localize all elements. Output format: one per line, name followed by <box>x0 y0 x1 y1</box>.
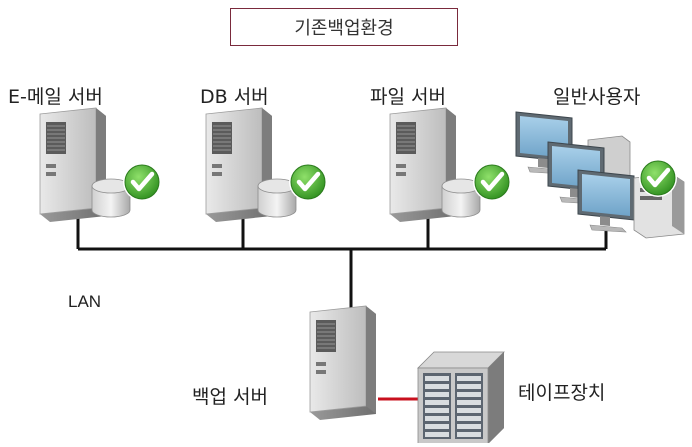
tape-library-icon <box>417 351 505 445</box>
label-backup-server: 백업 서버 <box>192 386 268 408</box>
label-db-server: DB 서버 <box>200 86 269 108</box>
check-icon <box>289 163 327 201</box>
check-icon <box>473 163 511 201</box>
label-email-server: E-메일 서버 <box>8 86 103 108</box>
label-tape-device: 테이프장치 <box>518 382 606 404</box>
label-lan: LAN <box>68 292 102 311</box>
lan-network-lines <box>76 218 608 308</box>
diagram-title: 기존백업환경 <box>230 8 458 46</box>
file-server-node <box>389 107 511 223</box>
general-users-node <box>515 111 685 239</box>
check-icon <box>123 163 161 201</box>
backup-server-node <box>309 305 377 421</box>
label-file-server: 파일 서버 <box>370 86 446 108</box>
db-server-node <box>205 107 327 223</box>
check-icon <box>639 159 677 197</box>
server-icon <box>309 305 377 421</box>
email-server-node <box>39 107 161 223</box>
label-general-users: 일반사용자 <box>553 86 641 108</box>
tape-library-node <box>417 351 505 445</box>
desktop-pc-icon <box>577 169 635 233</box>
